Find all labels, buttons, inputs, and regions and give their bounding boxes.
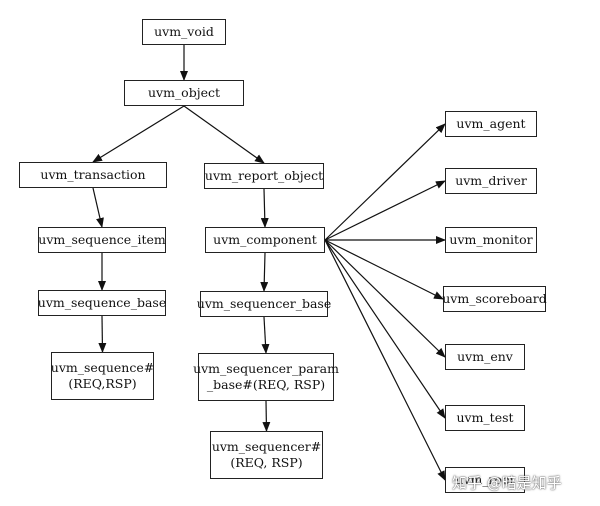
edge-uvm_component-to-uvm_root bbox=[324, 239, 446, 481]
edge-uvm_transaction-to-uvm_sequence_item bbox=[92, 187, 104, 228]
node-label: uvm_monitor bbox=[449, 231, 533, 247]
node-uvm-component: uvm_component bbox=[205, 227, 325, 253]
node-label: uvm_scoreboard bbox=[442, 290, 547, 306]
edge-uvm_component-to-uvm_sequencer_base bbox=[260, 252, 269, 292]
edge-uvm_report_object-to-uvm_component bbox=[260, 188, 269, 228]
edge-uvm_sequencer_param_base-to-uvm_sequencer bbox=[262, 400, 271, 432]
node-label: uvm_object bbox=[147, 84, 221, 100]
node-uvm-monitor: uvm_monitor bbox=[445, 227, 537, 253]
node-uvm-report-object: uvm_report_object bbox=[204, 163, 324, 189]
node-label: uvm_report_object bbox=[204, 167, 324, 183]
node-uvm-object: uvm_object bbox=[124, 80, 244, 106]
node-label: uvm_void bbox=[154, 23, 214, 39]
edge-uvm_component-to-uvm_scoreboard bbox=[324, 239, 444, 300]
edge-uvm_component-to-uvm_driver bbox=[324, 180, 446, 241]
node-label: uvm_driver bbox=[455, 172, 527, 188]
node-label: uvm_sequencer_param _base#(REQ, RSP) bbox=[193, 360, 339, 392]
node-uvm-agent: uvm_agent bbox=[445, 111, 537, 137]
node-uvm-env: uvm_env bbox=[445, 344, 525, 370]
node-uvm-driver: uvm_driver bbox=[445, 168, 537, 194]
edge-uvm_component-to-uvm_test bbox=[324, 239, 446, 419]
node-label: uvm_sequencer# (REQ, RSP) bbox=[211, 438, 322, 470]
node-uvm-sequencer-param-base: uvm_sequencer_param _base#(REQ, RSP) bbox=[193, 353, 339, 401]
node-label: uvm_sequence_item bbox=[38, 231, 166, 247]
edge-uvm_component-to-uvm_env bbox=[324, 239, 446, 358]
node-label: uvm_sequence_base bbox=[37, 294, 167, 310]
watermark: 知乎 @暗是知乎 bbox=[452, 474, 562, 492]
edge-uvm_object-to-uvm_transaction bbox=[92, 105, 185, 163]
node-label: uvm_env bbox=[457, 348, 513, 364]
edge-uvm_object-to-uvm_report_object bbox=[183, 105, 265, 164]
node-label: uvm_component bbox=[213, 231, 317, 247]
edge-uvm_sequence_base-to-uvm_sequence bbox=[98, 315, 107, 353]
node-uvm-sequencer-base: uvm_sequencer_base bbox=[196, 291, 332, 317]
node-uvm-sequence: uvm_sequence# (REQ,RSP) bbox=[51, 352, 154, 400]
edge-uvm_component-to-uvm_agent bbox=[324, 123, 446, 241]
node-label: uvm_root bbox=[455, 471, 515, 487]
node-uvm-sequencer: uvm_sequencer# (REQ, RSP) bbox=[210, 431, 323, 479]
node-label: uvm_test bbox=[456, 409, 514, 425]
node-label: uvm_agent bbox=[456, 115, 526, 131]
node-uvm-void: uvm_void bbox=[142, 19, 226, 45]
node-label: uvm_sequencer_base bbox=[196, 295, 332, 311]
node-uvm-sequence-base: uvm_sequence_base bbox=[38, 290, 166, 316]
node-uvm-sequence-item: uvm_sequence_item bbox=[38, 227, 166, 253]
node-label: uvm_sequence# (REQ,RSP) bbox=[50, 359, 155, 391]
node-uvm-transaction: uvm_transaction bbox=[19, 162, 167, 188]
edge-uvm_sequencer_base-to-uvm_sequencer_param_base bbox=[261, 316, 270, 354]
node-label: uvm_transaction bbox=[40, 166, 146, 182]
node-uvm-root: uvm_root bbox=[445, 467, 525, 493]
node-uvm-scoreboard: uvm_scoreboard bbox=[442, 286, 547, 312]
node-uvm-test: uvm_test bbox=[445, 405, 525, 431]
